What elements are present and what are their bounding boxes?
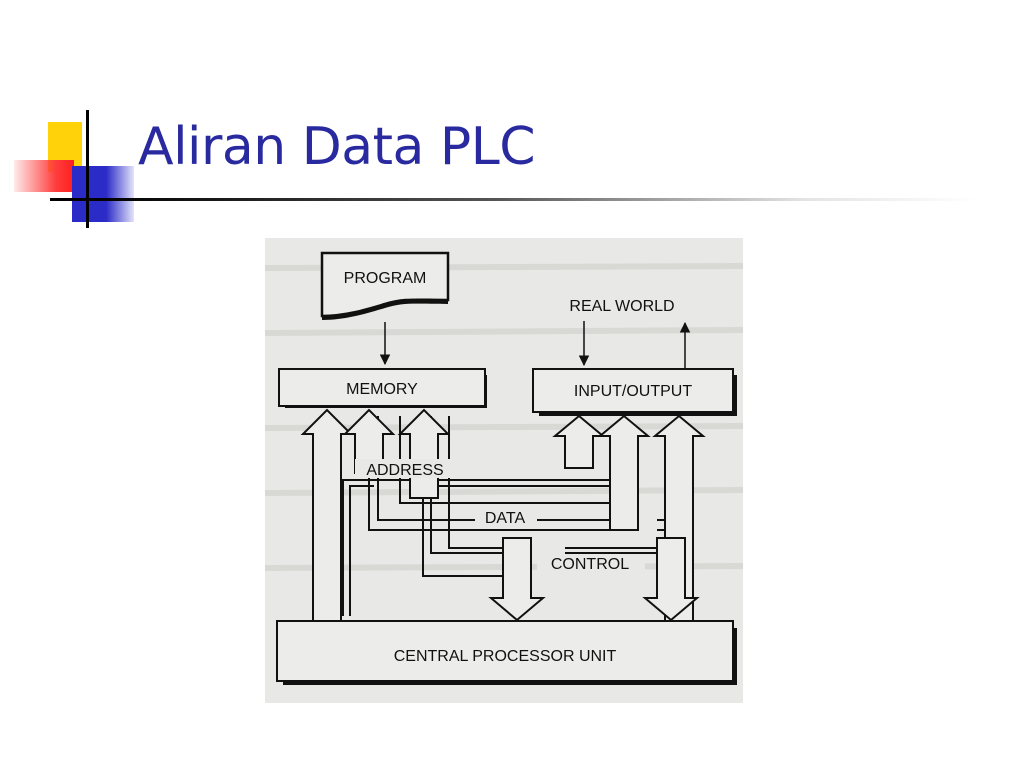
control-to-cpu-arrow xyxy=(642,537,700,622)
cpu-block: CENTRAL PROCESSOR UNIT xyxy=(276,620,737,685)
memory-label: MEMORY xyxy=(346,381,418,398)
title-decoration-red-bar xyxy=(14,160,74,192)
address-to-memory-arrow-2 xyxy=(397,408,451,499)
address-to-io-arrow xyxy=(552,414,606,469)
bus-arrows xyxy=(300,408,706,622)
title-underline xyxy=(100,198,980,201)
data-label-plate xyxy=(475,508,537,527)
address-label: ADDRESS xyxy=(366,462,443,479)
real-world-label: REAL WORLD xyxy=(569,298,674,315)
slide-title: Aliran Data PLC xyxy=(138,117,536,177)
control-label: CONTROL xyxy=(551,556,629,573)
cpu-to-memory-arrow xyxy=(300,408,354,622)
control-label-plate xyxy=(537,554,645,573)
memory-block: MEMORY xyxy=(278,368,487,408)
address-label-plate xyxy=(355,459,455,478)
input-output-block: INPUT/OUTPUT xyxy=(532,368,737,416)
program-label: PROGRAM xyxy=(344,270,427,287)
data-to-cpu-arrow xyxy=(488,537,546,622)
title-decoration-vertical-line xyxy=(86,110,89,228)
data-label: DATA xyxy=(485,510,526,527)
plc-data-flow-diagram: PROGRAM REAL WORLD MEMORY INPUT/OUTPUT xyxy=(265,238,743,703)
title-decoration-blue-square xyxy=(72,166,134,222)
program-block: PROGRAM xyxy=(320,251,450,320)
title-decoration-horizontal-line xyxy=(50,198,140,201)
diagram-canvas: PROGRAM REAL WORLD MEMORY INPUT/OUTPUT xyxy=(265,251,743,685)
input-output-label: INPUT/OUTPUT xyxy=(574,383,692,400)
cpu-label: CENTRAL PROCESSOR UNIT xyxy=(394,648,617,665)
data-to-io-arrow xyxy=(597,414,651,531)
